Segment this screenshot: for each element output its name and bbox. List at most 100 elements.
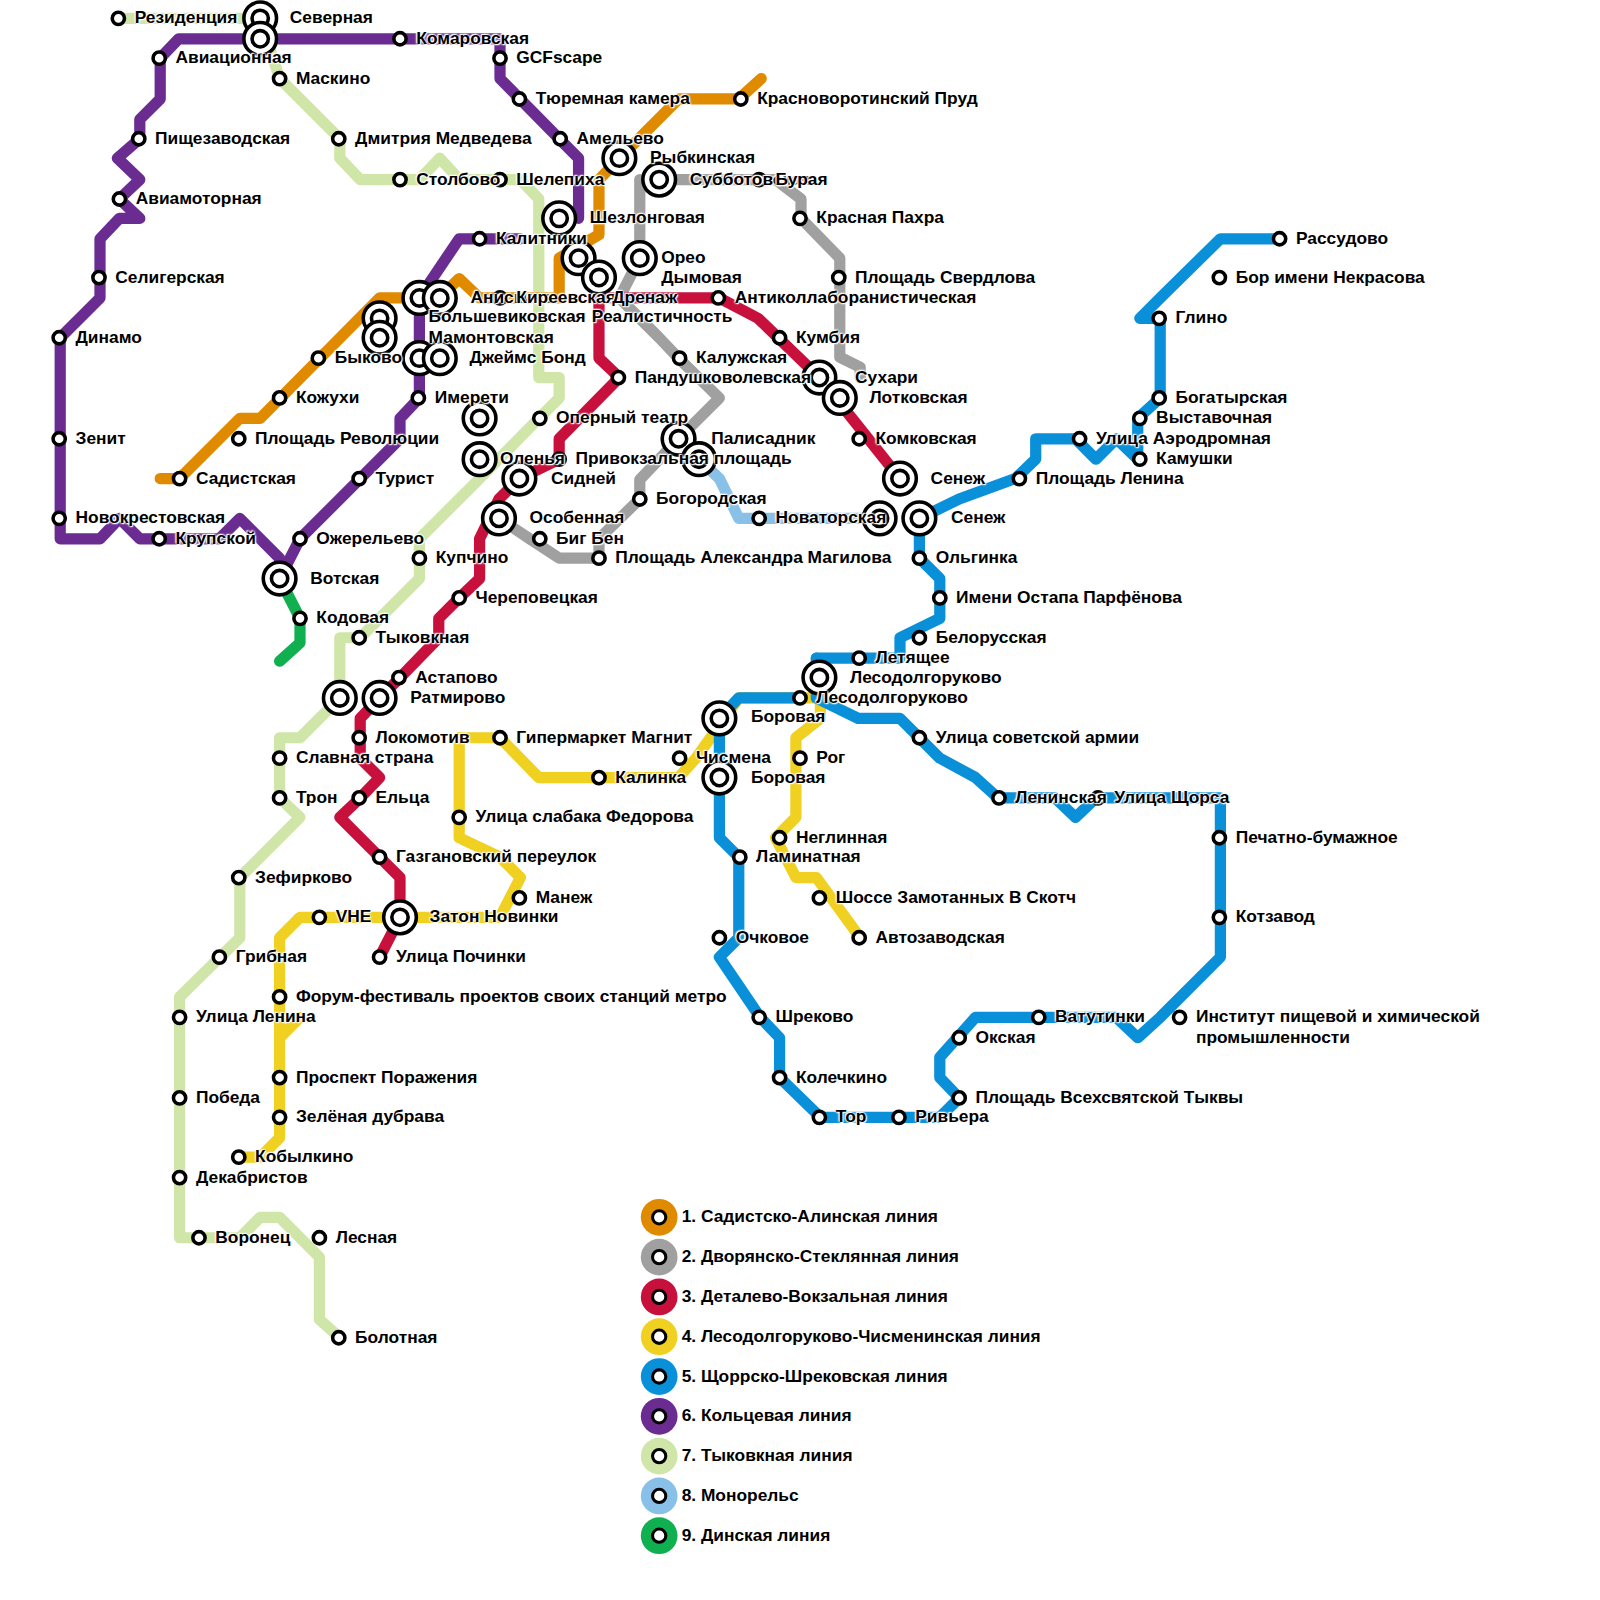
- station-label: Сухари: [855, 367, 918, 387]
- station-label: Тюремная камера: [536, 89, 690, 109]
- legend-swatch-dot: [651, 1289, 667, 1305]
- legend-text: 4. Лесодолгоруково-Чисменинская линия: [682, 1327, 1041, 1347]
- station-label: Привокзальная площадь: [576, 449, 792, 469]
- station-dot: [373, 851, 385, 863]
- station-label: Богатырская: [1176, 388, 1288, 408]
- legend-text: 1. Садистско-Алинская линия: [682, 1207, 938, 1227]
- interchange-ring: [384, 901, 417, 934]
- station-label: Воронец: [215, 1228, 290, 1248]
- interchange-core: [911, 510, 927, 526]
- station-label: Улица Ленина: [196, 1007, 316, 1027]
- station-label: Болотная: [355, 1328, 437, 1348]
- station-label: Шезлонговая: [590, 208, 705, 228]
- station-label: Новаторская: [776, 508, 887, 528]
- station-dot: [273, 392, 285, 404]
- legend-text: 5. Щоррско-Шрековская линия: [682, 1366, 948, 1386]
- station-label: Ратмирово: [410, 688, 505, 708]
- legend-swatch: [641, 1358, 678, 1395]
- station-label: Киреевская: [516, 288, 615, 308]
- station-label: Орео: [661, 248, 705, 268]
- station-label: Ватутинки: [1055, 1007, 1145, 1027]
- line-5: [719, 658, 1220, 1117]
- station-label: Пищезаводская: [155, 129, 290, 149]
- station-dot: [273, 752, 285, 764]
- station-label: Ленинская: [1015, 788, 1107, 808]
- station-dot: [794, 212, 806, 224]
- station-dot: [773, 832, 785, 844]
- station-label: Авиационная: [176, 48, 292, 68]
- legend-swatch: [641, 1239, 678, 1276]
- station-dot: [1213, 911, 1225, 923]
- station-label: VHE: [336, 907, 372, 927]
- station-label: Улица Щорса: [1114, 788, 1229, 808]
- station-dot: [233, 1151, 245, 1163]
- station-label: Летящее: [876, 648, 950, 668]
- station-label: Комаровская: [416, 29, 529, 49]
- station-label: Особенная: [530, 508, 625, 528]
- station-label: Джеймс Бонд: [469, 348, 585, 368]
- legend-swatch: [641, 1199, 678, 1236]
- station-label: Локомотив: [376, 728, 470, 748]
- station-label: Палисадник: [711, 429, 815, 449]
- legend-swatch-dot: [651, 1528, 667, 1544]
- station-dot: [313, 911, 325, 923]
- legend-swatch-dot: [651, 1408, 667, 1424]
- station-label: Площадь Александра Магилова: [615, 548, 891, 568]
- station-label: Сенеж: [951, 508, 1005, 528]
- interchange-ring: [623, 242, 656, 275]
- station-label: Тор: [836, 1107, 867, 1127]
- station-dot: [554, 133, 566, 145]
- station-dot: [794, 692, 806, 704]
- station-label: Окская: [976, 1028, 1036, 1048]
- station-dot: [913, 632, 925, 644]
- station-label: Турист: [376, 468, 435, 488]
- interchange-ring: [323, 682, 356, 715]
- station-label: Рыбкинская: [650, 148, 755, 168]
- station-dot: [413, 552, 425, 564]
- station-label: Площадь Революции: [255, 429, 439, 449]
- interchange-ring: [263, 562, 296, 595]
- station-label: Выставочная: [1156, 408, 1272, 428]
- interchange-core: [471, 451, 487, 467]
- legend-swatch: [641, 1438, 678, 1475]
- station-dot: [853, 433, 865, 445]
- interchange-core: [471, 410, 487, 426]
- station-label: Череповецкая: [476, 588, 598, 608]
- interchange-core: [651, 171, 667, 187]
- station-dot: [853, 652, 865, 664]
- station-label: Грибная: [236, 947, 307, 967]
- interchange-core: [570, 250, 586, 266]
- legend-swatch-dot: [651, 1209, 667, 1225]
- station-label: Шоссе Замотанных В Скотч: [836, 888, 1076, 908]
- station-label: Лесодолгоруково: [850, 667, 1001, 687]
- station-label: Крупской: [176, 529, 256, 549]
- station-label: Антиколлаборанистическая: [735, 288, 977, 308]
- station-label: GCFscape: [516, 48, 602, 68]
- station-label: Неглинная: [796, 828, 887, 848]
- station-dot: [294, 533, 306, 545]
- station-label: Имерети: [435, 388, 509, 408]
- line-7: [119, 18, 559, 1337]
- station-label: Зелёная дубрава: [296, 1107, 444, 1127]
- station-label: Дымовая: [661, 267, 742, 287]
- station-label: Тыковкная: [376, 628, 470, 648]
- legend-swatch: [641, 1517, 678, 1554]
- interchange-ring: [903, 502, 936, 535]
- station-dot: [193, 1232, 205, 1244]
- station-dot: [373, 951, 385, 963]
- station-label: Калитники: [496, 229, 587, 249]
- legend-text: 7. Тыковкная линия: [682, 1446, 853, 1466]
- station-dot: [993, 792, 1005, 804]
- station-label: Купчино: [436, 548, 509, 568]
- station-label: Зенит: [76, 429, 126, 449]
- station-dot: [1153, 312, 1165, 324]
- station-label: Реалистичность: [592, 307, 733, 327]
- station-label: Оленья: [500, 449, 565, 469]
- interchange-core: [271, 570, 287, 586]
- station-dot: [734, 851, 746, 863]
- interchange-core: [371, 690, 387, 706]
- station-dot: [333, 1332, 345, 1344]
- interchange-ring: [884, 462, 917, 495]
- station-label: Белорусская: [936, 628, 1047, 648]
- station-dot: [893, 1111, 905, 1123]
